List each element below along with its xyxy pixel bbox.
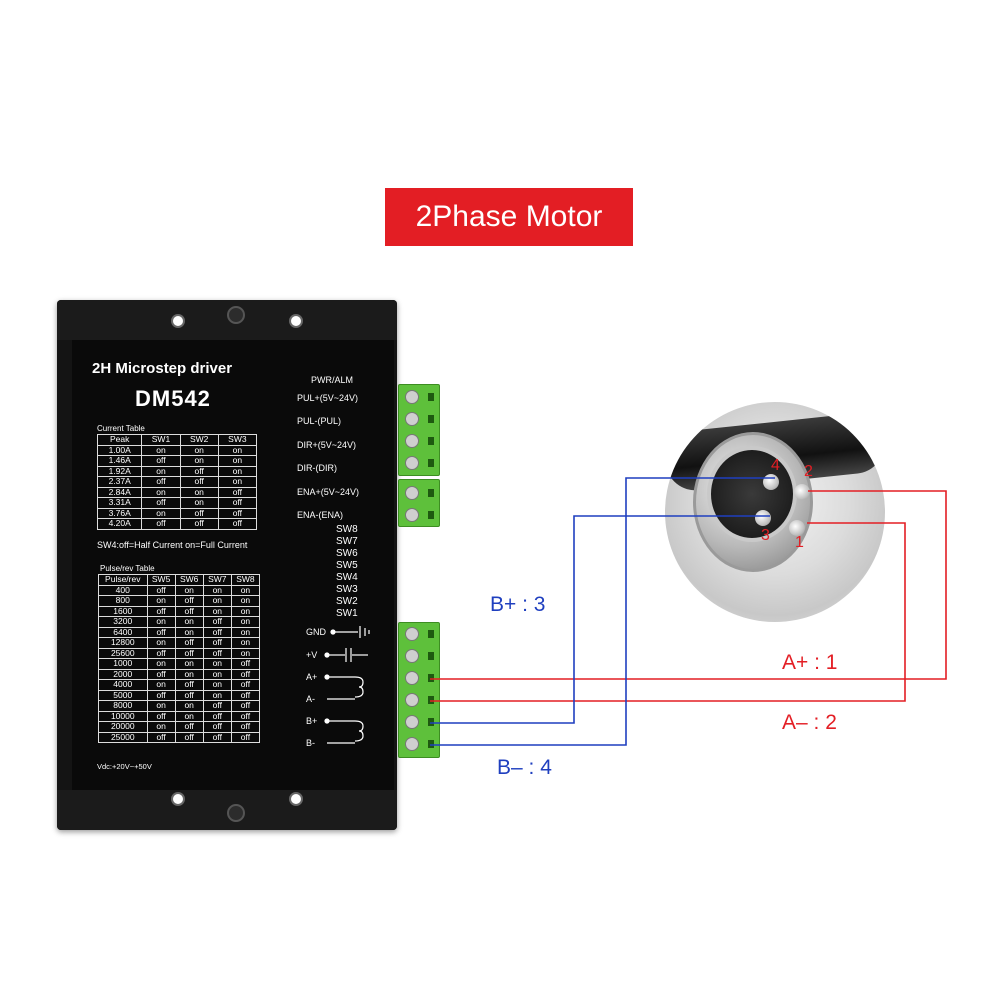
connector-photo: 4 2 3 1: [665, 402, 885, 622]
terminal-screw-icon: [405, 737, 419, 751]
terminal-screw-icon: [405, 671, 419, 685]
label-ena-minus: ENA-(ENA): [297, 510, 344, 520]
terminal-slot-icon: [428, 393, 434, 401]
label-dir-plus: DIR+(5V~24V): [297, 440, 357, 450]
terminal-slot-icon: [428, 740, 434, 748]
terminal-block-power: [398, 622, 440, 758]
pin-2-icon: [794, 484, 810, 500]
terminal-slot-icon: [428, 459, 434, 467]
pulse-table-caption: Pulse/rev Table: [100, 564, 155, 573]
sw-label: SW5: [336, 560, 358, 571]
terminal-slot-icon: [428, 415, 434, 423]
label-a-plus: A+: [306, 672, 318, 682]
label-gnd: GND: [306, 627, 326, 637]
terminal-screw-icon: [405, 412, 419, 426]
terminal-slot-icon: [428, 696, 434, 704]
wire-a-minus: [430, 522, 906, 702]
terminal-slot-icon: [428, 674, 434, 682]
pin-1-icon: [789, 520, 805, 536]
pin-3-icon: [755, 510, 771, 526]
wire-b-minus: [430, 477, 775, 746]
label-wire-a-plus: A+ : 1: [782, 651, 838, 674]
title-banner: 2Phase Motor: [385, 188, 633, 246]
pulse-table-cell: off: [230, 731, 261, 743]
label-pul-plus: PUL+(5V~24V): [297, 393, 359, 403]
sw-label: SW7: [336, 536, 358, 547]
label-a-minus: A-: [306, 694, 315, 704]
label-ena-plus: ENA+(5V~24V): [297, 487, 360, 497]
terminal-slot-icon: [428, 652, 434, 660]
label-wire-a-minus: A– : 2: [782, 711, 837, 734]
sw-label: SW6: [336, 548, 358, 559]
terminal-screw-icon: [405, 508, 419, 522]
driver-subtitle: 2H Microstep driver: [92, 360, 233, 377]
terminal-screw-icon: [405, 715, 419, 729]
current-table-cell: 4.20A: [96, 518, 143, 530]
terminal-screw-icon: [405, 649, 419, 663]
label-b-plus: B+: [306, 716, 318, 726]
current-table-cell: off: [217, 518, 258, 530]
current-table-cell: off: [141, 518, 181, 530]
pin-number: 2: [804, 463, 813, 480]
wire-a-plus: [430, 490, 947, 680]
label-dir-minus: DIR-(DIR): [297, 463, 337, 473]
mount-hole-icon: [171, 792, 185, 806]
terminal-slot-icon: [428, 630, 434, 638]
label-wire-b-plus: B+ : 3: [490, 593, 546, 616]
terminal-slot-icon: [428, 511, 434, 519]
terminal-block-enable: [398, 479, 440, 527]
sw-label: SW8: [336, 524, 358, 535]
label-b-minus: B-: [306, 738, 315, 748]
wire-b-plus: [430, 515, 770, 724]
sw-label: SW4: [336, 572, 358, 583]
current-table-caption: Current Table: [97, 424, 145, 433]
screw-icon: [227, 306, 245, 324]
pin-number: 4: [771, 457, 780, 474]
vdc-note: Vdc:+20V~+50V: [97, 762, 152, 771]
driver-top-flange: [57, 300, 397, 340]
mount-hole-icon: [289, 314, 303, 328]
sw4-note: SW4:off=Half Current on=Full Current: [97, 540, 248, 550]
terminal-screw-icon: [405, 390, 419, 404]
label-pwr-alm: PWR/ALM: [311, 375, 354, 385]
screw-icon: [227, 804, 245, 822]
label-wire-b-minus: B– : 4: [497, 756, 552, 779]
mount-hole-icon: [171, 314, 185, 328]
driver-model: DM542: [135, 386, 211, 411]
sw-label: SW2: [336, 596, 358, 607]
pin-number: 1: [795, 534, 804, 551]
label-pul-minus: PUL-(PUL): [297, 416, 342, 426]
terminal-screw-icon: [405, 627, 419, 641]
terminal-slot-icon: [428, 437, 434, 445]
terminal-screw-icon: [405, 434, 419, 448]
terminal-screw-icon: [405, 693, 419, 707]
sw-label: SW3: [336, 584, 358, 595]
connector-face-icon: [707, 446, 797, 542]
mount-hole-icon: [289, 792, 303, 806]
sw-label: SW1: [336, 608, 358, 619]
pin-number: 3: [761, 527, 770, 544]
terminal-slot-icon: [428, 718, 434, 726]
terminal-screw-icon: [405, 456, 419, 470]
title-text: 2Phase Motor: [415, 200, 603, 233]
terminal-screw-icon: [405, 486, 419, 500]
terminal-slot-icon: [428, 489, 434, 497]
label-v-plus: +V: [306, 650, 318, 660]
